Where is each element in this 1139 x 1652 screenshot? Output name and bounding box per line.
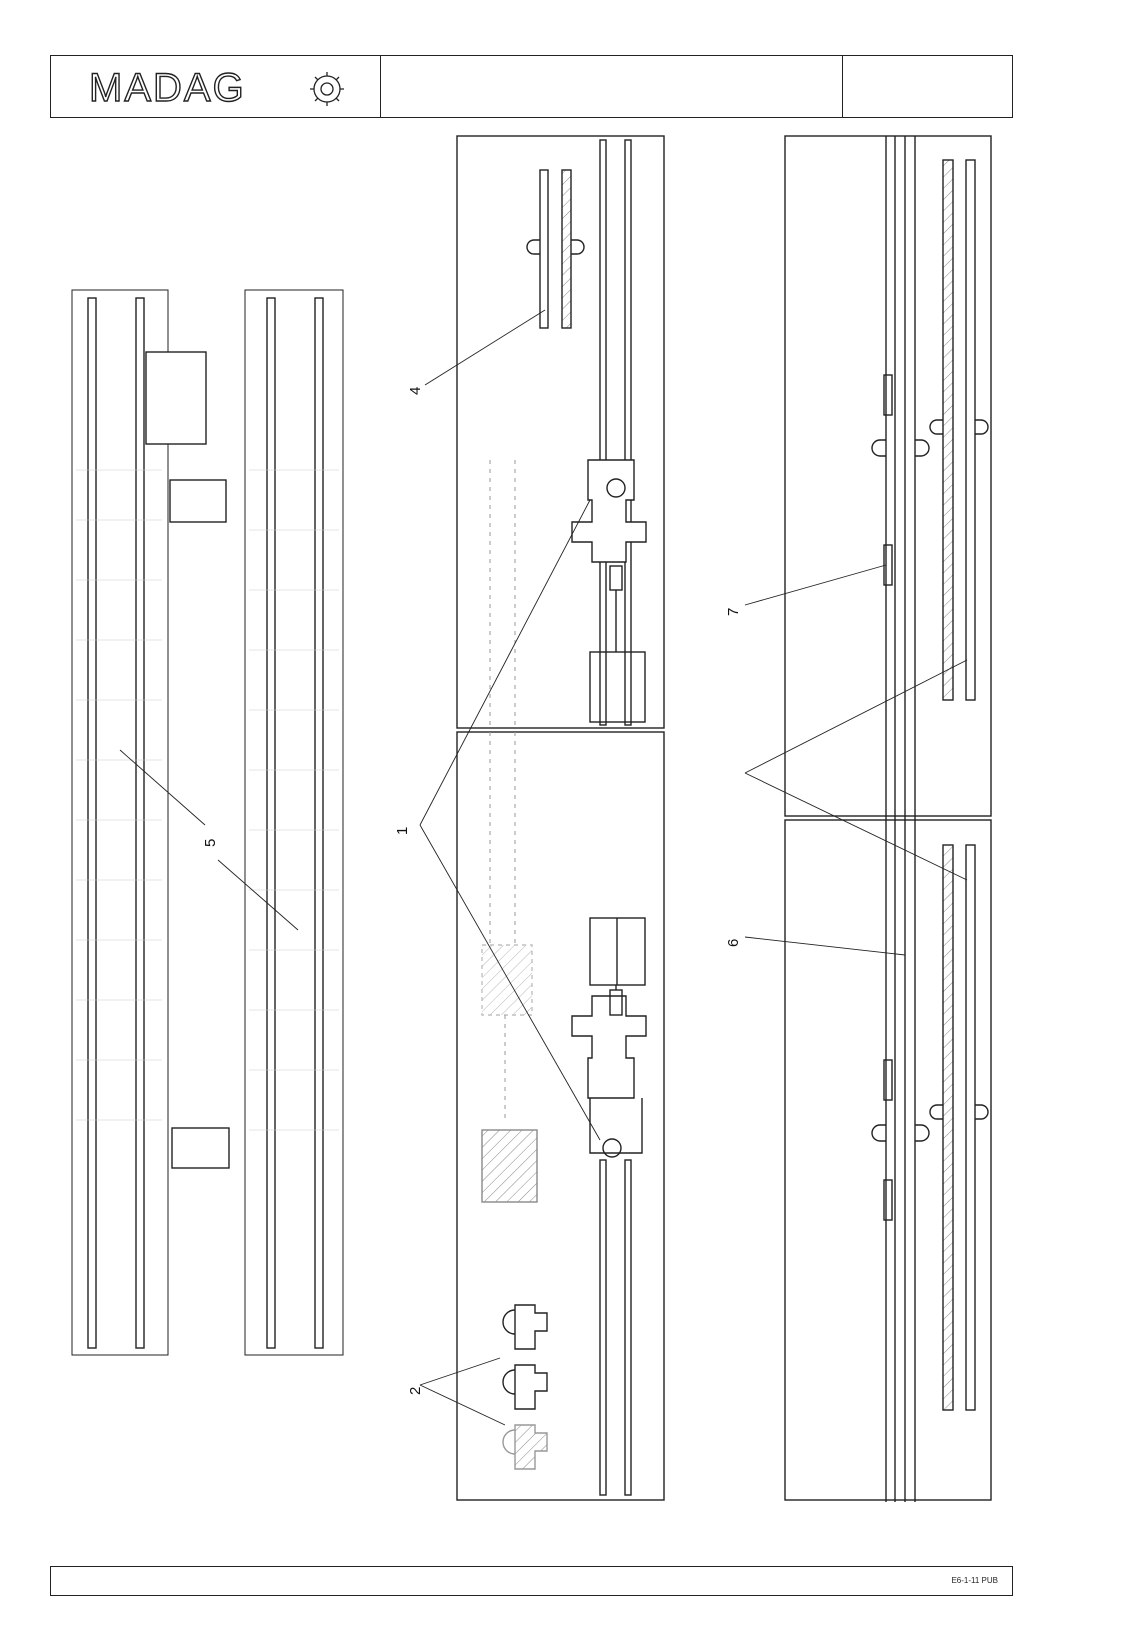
panel-center-upper [457, 136, 664, 728]
callout-7: 7 [725, 608, 742, 616]
callout-6: 6 [725, 939, 742, 947]
callout-4: 4 [407, 387, 424, 395]
leader-lines [120, 310, 967, 1425]
panel-rail-left [72, 290, 229, 1355]
panel-center-lower [457, 732, 664, 1500]
callout-1: 1 [394, 827, 411, 835]
panel-rail-right [245, 290, 343, 1355]
callout-5: 5 [202, 839, 219, 847]
document-code: E6-1-11 PUB [951, 1576, 998, 1585]
panel-right-upper [785, 136, 991, 1502]
footer-block: E6-1-11 PUB [50, 1566, 1013, 1596]
callout-2: 2 [407, 1387, 424, 1395]
panel-right-lower [785, 820, 991, 1500]
